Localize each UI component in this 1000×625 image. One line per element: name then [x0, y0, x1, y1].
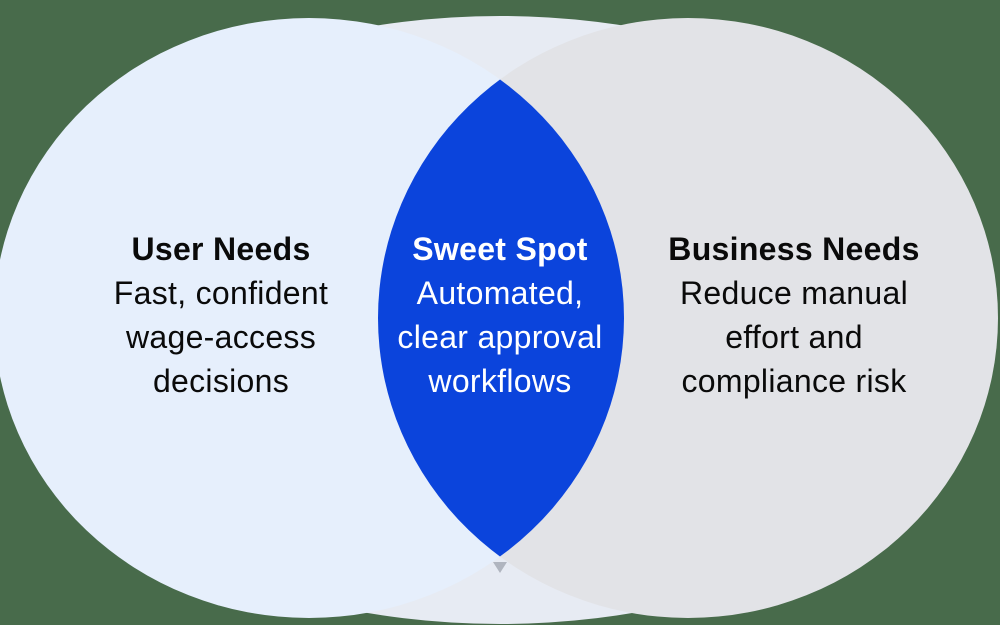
overlap-line: clear approval: [397, 319, 603, 355]
right-circle-label: Business Needs Reduce manual effort and …: [614, 227, 974, 403]
left-circle-line: decisions: [152, 363, 290, 399]
overlap-label: Sweet Spot Automated, clear approval wor…: [350, 227, 650, 403]
right-circle-title: Business Needs: [668, 231, 920, 267]
left-circle-title: User Needs: [131, 231, 311, 267]
right-circle-line: Reduce manual: [679, 275, 909, 311]
left-circle-line: Fast, confident: [113, 275, 329, 311]
left-circle-label: User Needs Fast, confident wage-access d…: [56, 227, 386, 403]
overlap-lens: [378, 18, 624, 618]
right-circle-line: compliance risk: [681, 363, 907, 399]
lens-tip-mark: [493, 562, 507, 573]
right-circle-line: effort and: [725, 319, 863, 355]
left-circle-line: wage-access: [125, 319, 317, 355]
overlap-title: Sweet Spot: [412, 231, 588, 267]
overlap-line: workflows: [428, 363, 572, 399]
overlap-line: Automated,: [416, 275, 584, 311]
